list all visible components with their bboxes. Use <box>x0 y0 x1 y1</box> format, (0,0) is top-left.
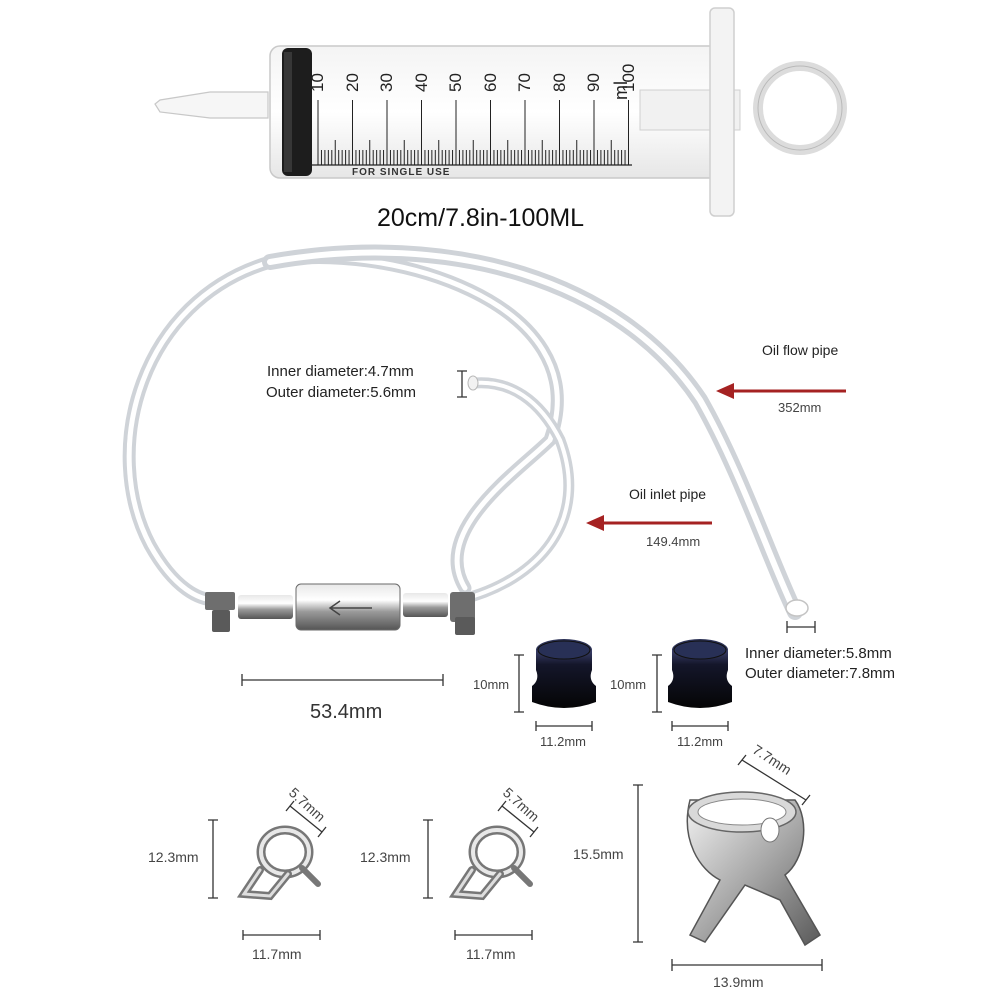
tubing <box>122 244 809 620</box>
inlet-pipe-inner-diameter: Inner diameter:4.7mm <box>267 363 414 380</box>
large-clip-length: 13.9mm <box>713 974 764 990</box>
rubber-plug-1 <box>532 639 596 708</box>
large-clip-height: 15.5mm <box>573 846 624 862</box>
syringe-scale-number: 10 <box>308 73 327 92</box>
oil-flow-arrow <box>716 383 846 399</box>
small-clip-2-length: 11.7mm <box>466 946 516 962</box>
syringe-scale-number: 30 <box>377 73 396 92</box>
plug-2-height: 10mm <box>610 677 647 692</box>
syringe-graduations <box>317 100 629 165</box>
syringe-unit-label: ml <box>611 81 631 100</box>
oil-flow-pipe-label: Oil flow pipe <box>762 342 839 358</box>
flow-pipe-inner-diameter: Inner diameter:5.8mm <box>745 645 892 662</box>
small-clip-2 <box>448 825 533 901</box>
syringe-single-use-print: FOR SINGLE USE <box>352 167 451 178</box>
oil-flow-pipe-length: 352mm <box>778 400 822 415</box>
inlet-pipe-outer-diameter: Outer diameter:5.6mm <box>266 384 417 401</box>
dimension-lines <box>208 370 823 971</box>
syringe-scale-number: 40 <box>411 73 431 92</box>
syringe-scale-number: 80 <box>549 73 569 92</box>
small-clip-1 <box>236 825 321 901</box>
small-clip-2-height: 12.3mm <box>360 849 411 865</box>
syringe-scale-number: 60 <box>480 73 500 92</box>
plug-1-height: 10mm <box>473 677 510 692</box>
check-valve <box>205 583 475 635</box>
rubber-plug-2 <box>668 639 732 708</box>
large-clip <box>686 791 822 947</box>
oil-flow-pipe <box>122 251 564 607</box>
syringe-nozzle <box>154 91 269 119</box>
small-clip-1-length: 11.7mm <box>252 946 302 962</box>
oil-inlet-pipe-label: Oil inlet pipe <box>629 486 707 502</box>
syringe-scale-number: 50 <box>446 73 465 92</box>
syringe-flange <box>709 7 735 217</box>
small-clip-1-height: 12.3mm <box>148 849 199 865</box>
syringe-caption: 20cm/7.8in-100ML <box>377 204 585 232</box>
oil-inlet-arrow <box>586 515 712 531</box>
plug-2-width: 11.2mm <box>677 734 723 749</box>
syringe <box>154 7 847 217</box>
syringe-scale-number: 90 <box>584 73 603 92</box>
syringe-scale-number: 70 <box>515 73 534 92</box>
syringe-scale-number: 20 <box>342 73 362 92</box>
check-valve-length: 53.4mm <box>310 701 383 723</box>
oil-inlet-pipe-length: 149.4mm <box>646 534 701 549</box>
flow-pipe-outer-diameter: Outer diameter:7.8mm <box>745 665 896 682</box>
plug-1-width: 11.2mm <box>540 734 586 749</box>
